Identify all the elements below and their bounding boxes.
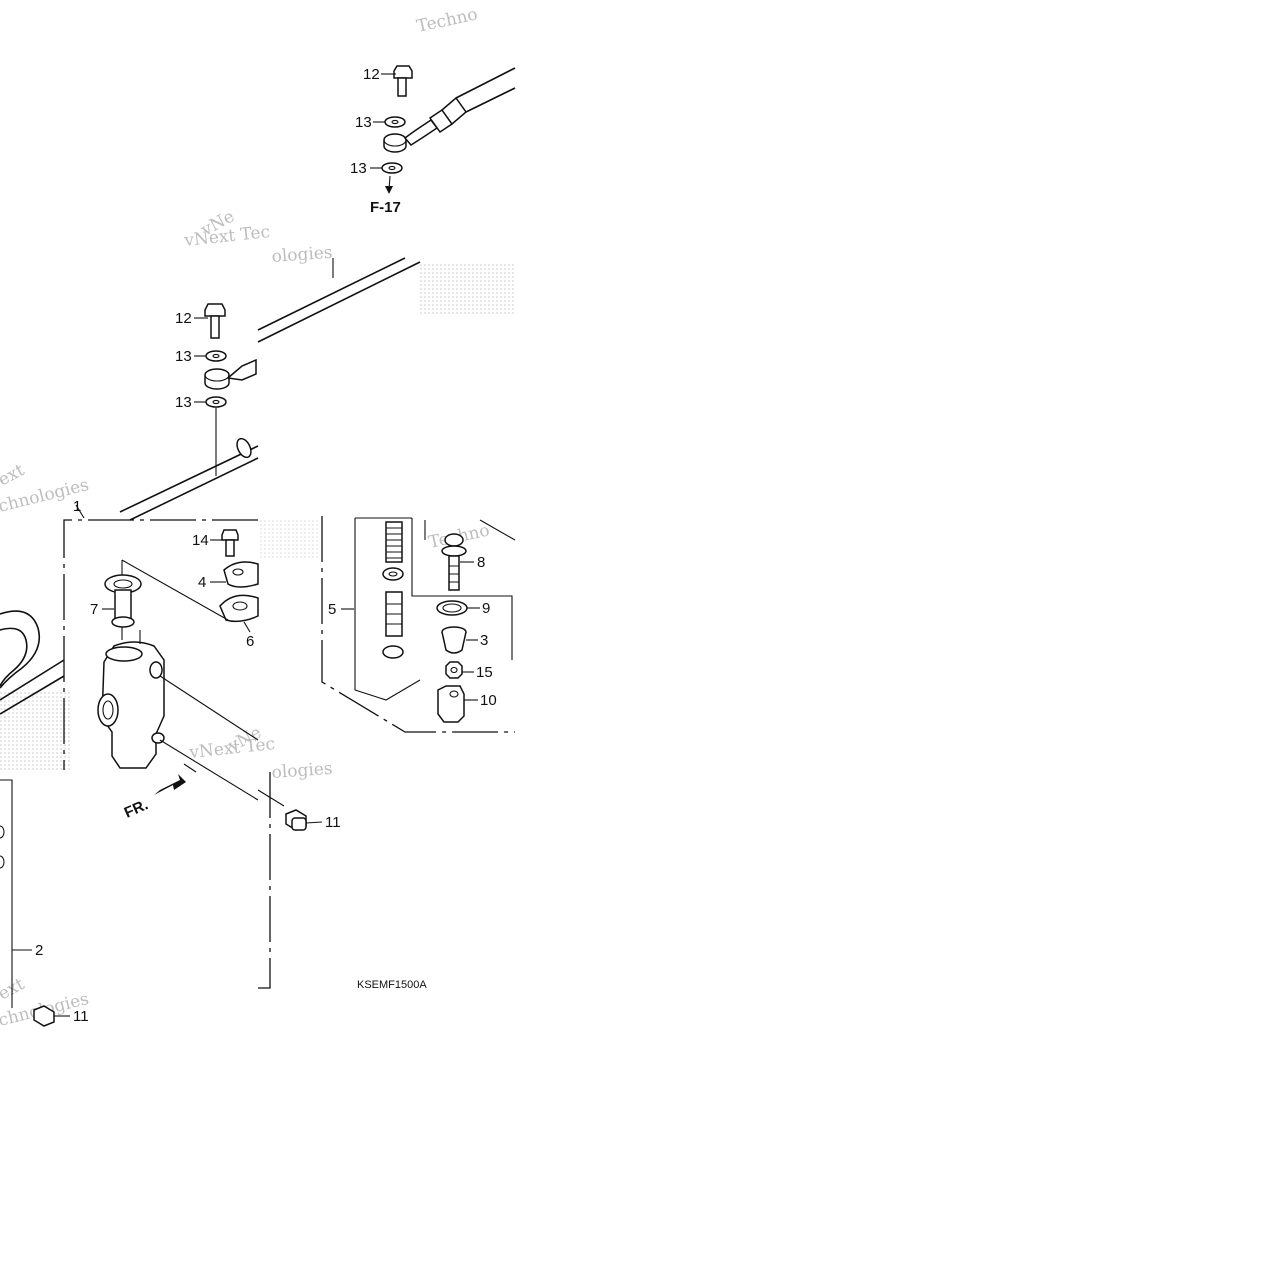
banjo-fitting <box>383 133 407 153</box>
push-rod-8 <box>448 555 460 591</box>
left-hose-loop <box>0 610 65 715</box>
washer-13 <box>205 350 227 362</box>
piston-kit-assembly <box>321 516 516 733</box>
bolt-14-shank <box>225 539 235 557</box>
middle-hose-assembly <box>75 257 421 521</box>
master-cylinder-body <box>101 641 165 769</box>
callout-2: 2 <box>35 942 43 959</box>
callout-13: 13 <box>355 114 372 131</box>
washer-13 <box>384 116 406 128</box>
callout-11: 11 <box>73 1008 89 1025</box>
lower-mount-assembly <box>0 772 323 1027</box>
callout-labels: 12 13 13 F-17 12 13 13 14 4 7 6 5 8 9 3 … <box>35 66 497 1025</box>
watermark-layer: Techno vNext Tec ologies vNe ext chnolog… <box>0 4 515 1031</box>
callout-8: 8 <box>477 554 485 571</box>
callout-13: 13 <box>175 394 192 411</box>
diagram-code: KSEMF1500A <box>357 979 427 991</box>
callout-13: 13 <box>175 348 192 365</box>
watermark-text: Techno <box>415 4 480 36</box>
callout-5: 5 <box>328 601 336 618</box>
bolt-12-head <box>204 303 226 317</box>
reference-f17: F-17 <box>370 199 401 216</box>
callout-15: 15 <box>476 664 493 681</box>
callout-11: 11 <box>325 814 341 831</box>
cylinder-port <box>97 693 119 727</box>
watermark-logo <box>0 690 70 770</box>
bolt-12-shank <box>397 77 407 97</box>
callout-3: 3 <box>480 632 488 649</box>
bolt-12-head <box>393 65 413 79</box>
callout-7: 7 <box>90 601 98 618</box>
secondary-cup <box>382 645 404 659</box>
diaphragm-plate-6 <box>219 594 259 623</box>
callout-12: 12 <box>363 66 380 83</box>
callout-6: 6 <box>246 633 254 650</box>
circlip-9 <box>436 600 468 616</box>
watermark-text: ext <box>0 460 28 490</box>
washer-13 <box>381 162 403 174</box>
watermark-logo <box>258 520 318 560</box>
watermark-text: ologies <box>271 759 333 783</box>
callout-13: 13 <box>350 160 367 177</box>
watermark-logo <box>418 262 515 314</box>
front-direction-arrow-icon <box>154 774 186 795</box>
watermark-text: ext <box>0 974 28 1004</box>
direction-label: FR. <box>122 796 151 821</box>
callout-9: 9 <box>482 600 490 617</box>
callout-10: 10 <box>480 692 497 709</box>
bolt-12-shank <box>210 315 220 339</box>
callout-1: 1 <box>73 498 81 515</box>
bolt-11-head <box>33 1005 55 1027</box>
bolt-14-head <box>221 529 239 541</box>
master-cylinder-assembly: FR. <box>63 519 259 822</box>
callout-14: 14 <box>192 532 209 549</box>
top-hose-assembly <box>370 65 516 194</box>
hose-fitting <box>403 118 439 146</box>
watermark-text: vNext Tec <box>187 734 276 763</box>
washer-13 <box>205 396 227 408</box>
watermark-text: ologies <box>271 243 333 267</box>
nut-15 <box>445 661 463 679</box>
callout-12: 12 <box>175 310 192 327</box>
push-rod-8-head <box>444 533 464 547</box>
primary-cup <box>382 567 404 581</box>
callout-4: 4 <box>198 574 206 591</box>
